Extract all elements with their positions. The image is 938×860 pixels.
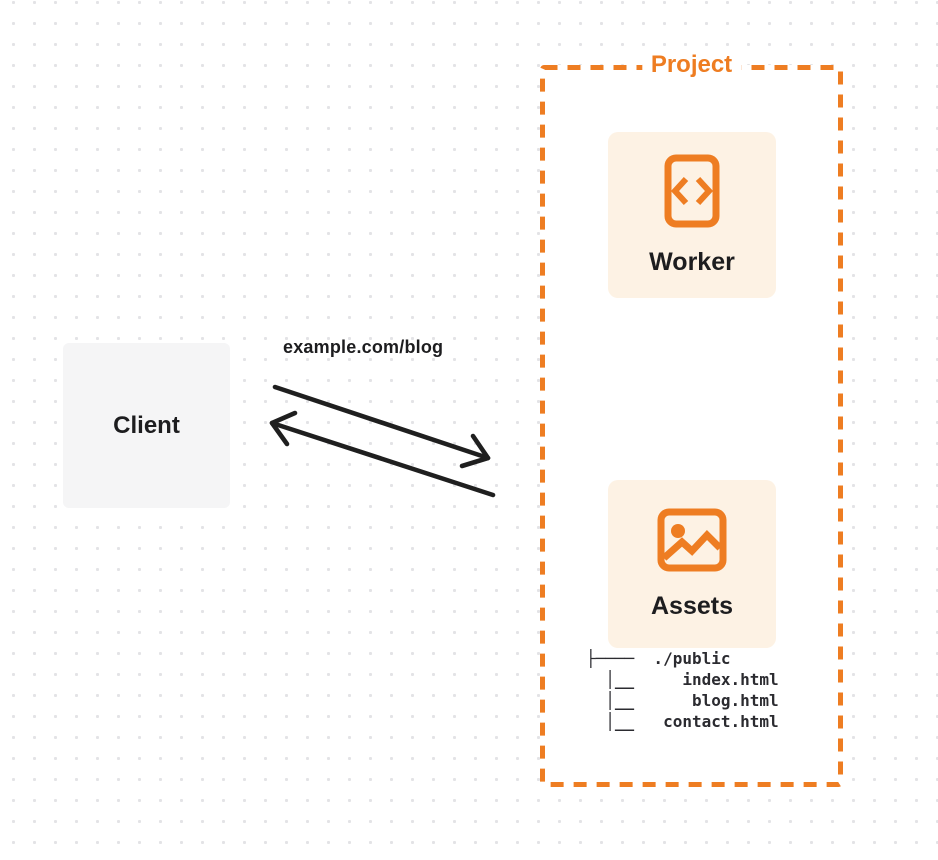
worker-node: Worker: [608, 132, 776, 298]
image-icon: [657, 508, 727, 572]
assets-node: Assets: [608, 480, 776, 648]
project-label: Project: [641, 52, 742, 78]
code-icon: [664, 154, 720, 228]
request-url-label: example.com/blog: [283, 337, 444, 357]
worker-label: Worker: [649, 247, 735, 276]
client-label: Client: [113, 411, 180, 439]
assets-file-tree: ├──── ./public │__ index.html │__ blog.h…: [586, 649, 779, 731]
request-arrowhead-icon: [459, 433, 491, 469]
response-arrow-line: [269, 420, 496, 498]
assets-label: Assets: [651, 591, 733, 620]
request-response-arrows: [269, 384, 496, 498]
response-arrowhead-icon: [269, 410, 298, 447]
request-arrow-line: [272, 384, 491, 461]
project-container: Project Worker Assets ├──── ./public │__…: [540, 52, 843, 787]
client-node: Client: [63, 343, 230, 508]
